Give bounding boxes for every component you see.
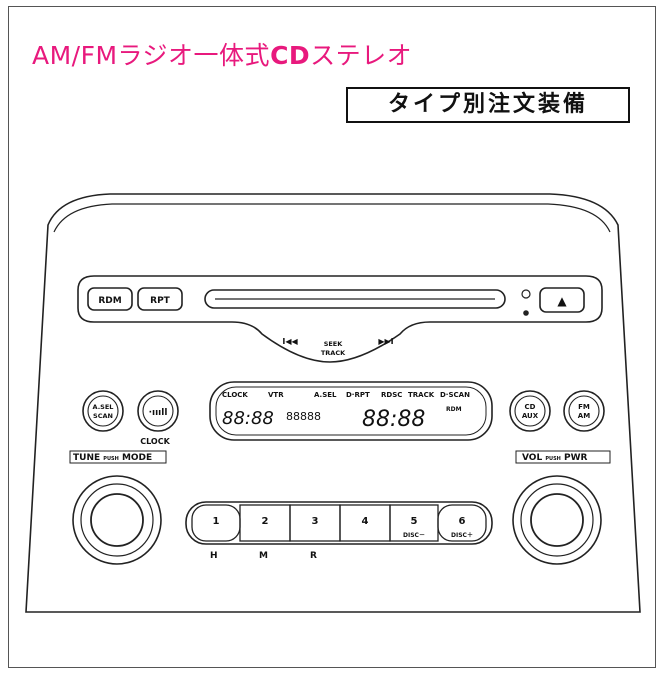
cd-aux-button: [509, 390, 551, 432]
display-right-digits: 88:88: [362, 407, 425, 432]
display-asel: A.SEL: [314, 391, 337, 399]
scan-label: SCAN: [93, 412, 113, 420]
rpt-button: [137, 287, 183, 311]
am-label: AM: [578, 412, 590, 420]
title-part-cd: CD: [270, 41, 311, 70]
seek-next-icon: ▶▶I: [378, 337, 393, 346]
tune-icon: ·ıııll: [149, 408, 168, 418]
tune-mode-knob: [72, 475, 162, 565]
eject-button: [539, 287, 585, 313]
eject-icon: ▲: [557, 294, 567, 308]
tone-r-label: R: [310, 551, 317, 561]
preset-label-6: 6: [459, 516, 466, 527]
lcd-display: [209, 381, 493, 441]
title-part-stereo: ステレオ: [310, 41, 413, 70]
vol-pwr-label: VOL PUSH PWR: [522, 453, 588, 463]
page-title: AM/FMラジオ一体式CDステレオ: [32, 36, 412, 72]
display-rdm: RDM: [446, 406, 462, 413]
title-part-amfm: AM/FM: [32, 41, 118, 70]
cd-slot: [204, 289, 506, 309]
disc-plus-label: DISC＋: [451, 532, 473, 539]
tone-m-label: M: [259, 551, 268, 561]
preset-label-5: 5: [411, 516, 418, 527]
preset-label-3: 3: [312, 516, 319, 527]
clock-tune-button: [137, 390, 179, 432]
display-track: TRACK: [408, 391, 435, 399]
rpt-label: RPT: [150, 296, 171, 306]
disc-minus-label: DISC－: [403, 532, 425, 539]
display-vtr: VTR: [268, 391, 284, 399]
tune-mode-label: TUNE PUSH MODE: [73, 453, 152, 463]
display-mid-digits: 88888: [286, 410, 321, 423]
rdm-label: RDM: [98, 296, 121, 306]
preset-button-6: [437, 504, 487, 542]
faceplate-inner-line: [53, 203, 611, 233]
disc-indicator-icon: [521, 289, 531, 299]
display-drpt: D·RPT: [346, 391, 370, 399]
preset-label-2: 2: [262, 516, 269, 527]
clock-label: CLOCK: [140, 437, 170, 446]
display-clock: CLOCK: [222, 391, 248, 399]
as-label: A.SEL: [93, 403, 114, 411]
cd-slot-panel: [77, 275, 603, 363]
as-scan-button: [82, 390, 124, 432]
fm-label: FM: [578, 403, 590, 411]
track-label: TRACK: [321, 349, 346, 357]
vol-pwr-knob: [512, 475, 602, 565]
seek-prev-icon: I◀◀: [282, 337, 298, 346]
preset-label-1: 1: [213, 516, 220, 527]
seek-label: SEEK: [324, 340, 344, 348]
rdm-button: [87, 287, 133, 311]
title-part-radio: ラジオ一体式: [117, 41, 271, 70]
preset-bar: [185, 501, 493, 545]
type-option-badge: タイプ別注文装備: [346, 87, 630, 123]
tone-h-label: H: [210, 551, 218, 561]
cd-label: CD: [525, 403, 536, 411]
display-dscan: D·SCAN: [440, 391, 470, 399]
display-left-digits: 88:88: [222, 408, 274, 429]
display-rdsc: RDSC: [381, 391, 402, 399]
aux-label: AUX: [522, 412, 539, 420]
preset-label-4: 4: [362, 516, 369, 527]
faceplate-outline: [25, 193, 641, 613]
fm-am-button: [563, 390, 605, 432]
